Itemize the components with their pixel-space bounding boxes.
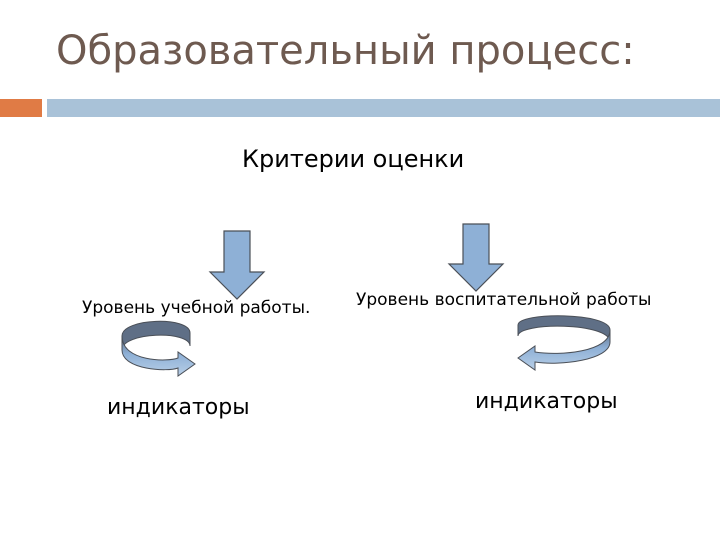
down-arrow-icon — [208, 230, 266, 300]
down-arrow-icon — [447, 223, 505, 292]
criteria-heading: Критерии оценки — [242, 145, 465, 173]
slide-title: Образовательный процесс: — [56, 28, 635, 74]
level-right-label: Уровень воспитательной работы — [356, 290, 652, 310]
accent-bar-blue — [47, 99, 720, 117]
curved-arrow-icon — [121, 320, 196, 377]
accent-bar-orange — [0, 99, 42, 117]
curved-arrow-icon — [517, 315, 611, 371]
level-left-label: Уровень учебной работы. — [82, 298, 311, 318]
indicators-right-label: индикаторы — [475, 389, 618, 414]
indicators-left-label: индикаторы — [107, 395, 250, 420]
